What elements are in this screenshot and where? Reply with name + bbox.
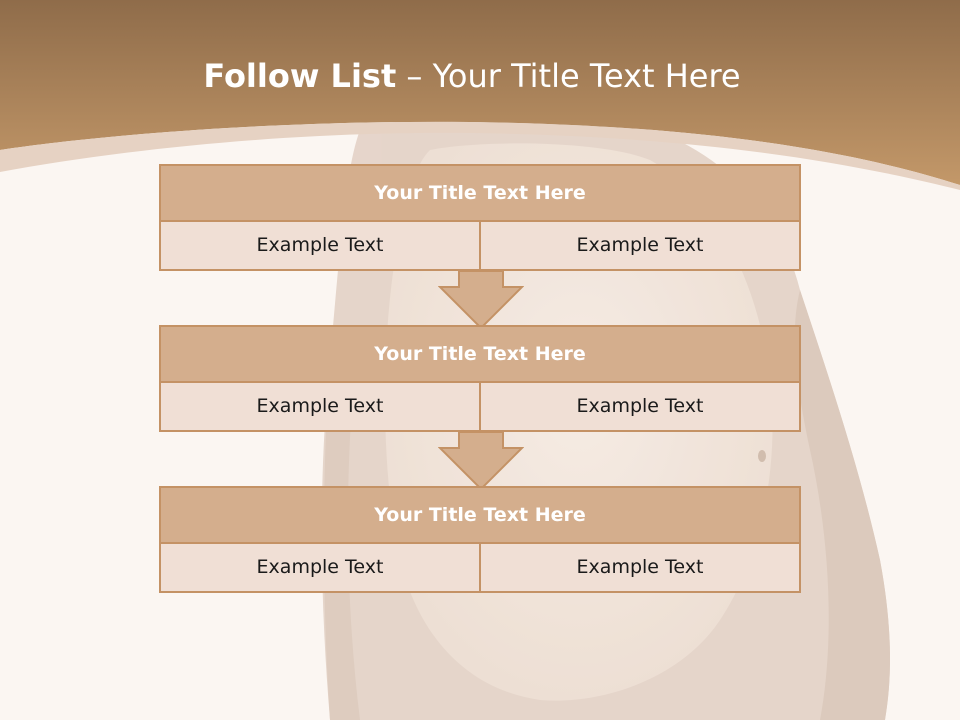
flow-block-cell-right: Example Text — [479, 544, 799, 591]
slide-title-rest: – Your Title Text Here — [396, 57, 741, 95]
flow-block-cells: Example Text Example Text — [161, 222, 799, 269]
flow-block-cell-left: Example Text — [256, 395, 384, 417]
flow-block-cell-right: Example Text — [479, 222, 799, 269]
flow-block-cell-left: Example Text — [256, 234, 384, 256]
slide-title: Follow List – Your Title Text Here — [0, 56, 944, 96]
slide-title-bold: Follow List — [203, 57, 397, 95]
flow-block-1: Your Title Text Here Example Text Exampl… — [159, 164, 801, 271]
flow-block-cell-right: Example Text — [479, 383, 799, 430]
down-arrow-icon — [438, 431, 524, 491]
flow-block-cells: Example Text Example Text — [161, 544, 799, 591]
header-band — [0, 0, 960, 185]
flow-block-cell-left: Example Text — [256, 556, 384, 578]
flow-block-title: Your Title Text Here — [161, 166, 799, 222]
header-swoosh — [0, 121, 960, 190]
flow-block-cells: Example Text Example Text — [161, 383, 799, 430]
flow-block-title: Your Title Text Here — [161, 488, 799, 544]
flow-block-2: Your Title Text Here Example Text Exampl… — [159, 325, 801, 432]
down-arrow-icon — [438, 270, 524, 330]
flow-block-3: Your Title Text Here Example Text Exampl… — [159, 486, 801, 593]
flow-block-title: Your Title Text Here — [161, 327, 799, 383]
